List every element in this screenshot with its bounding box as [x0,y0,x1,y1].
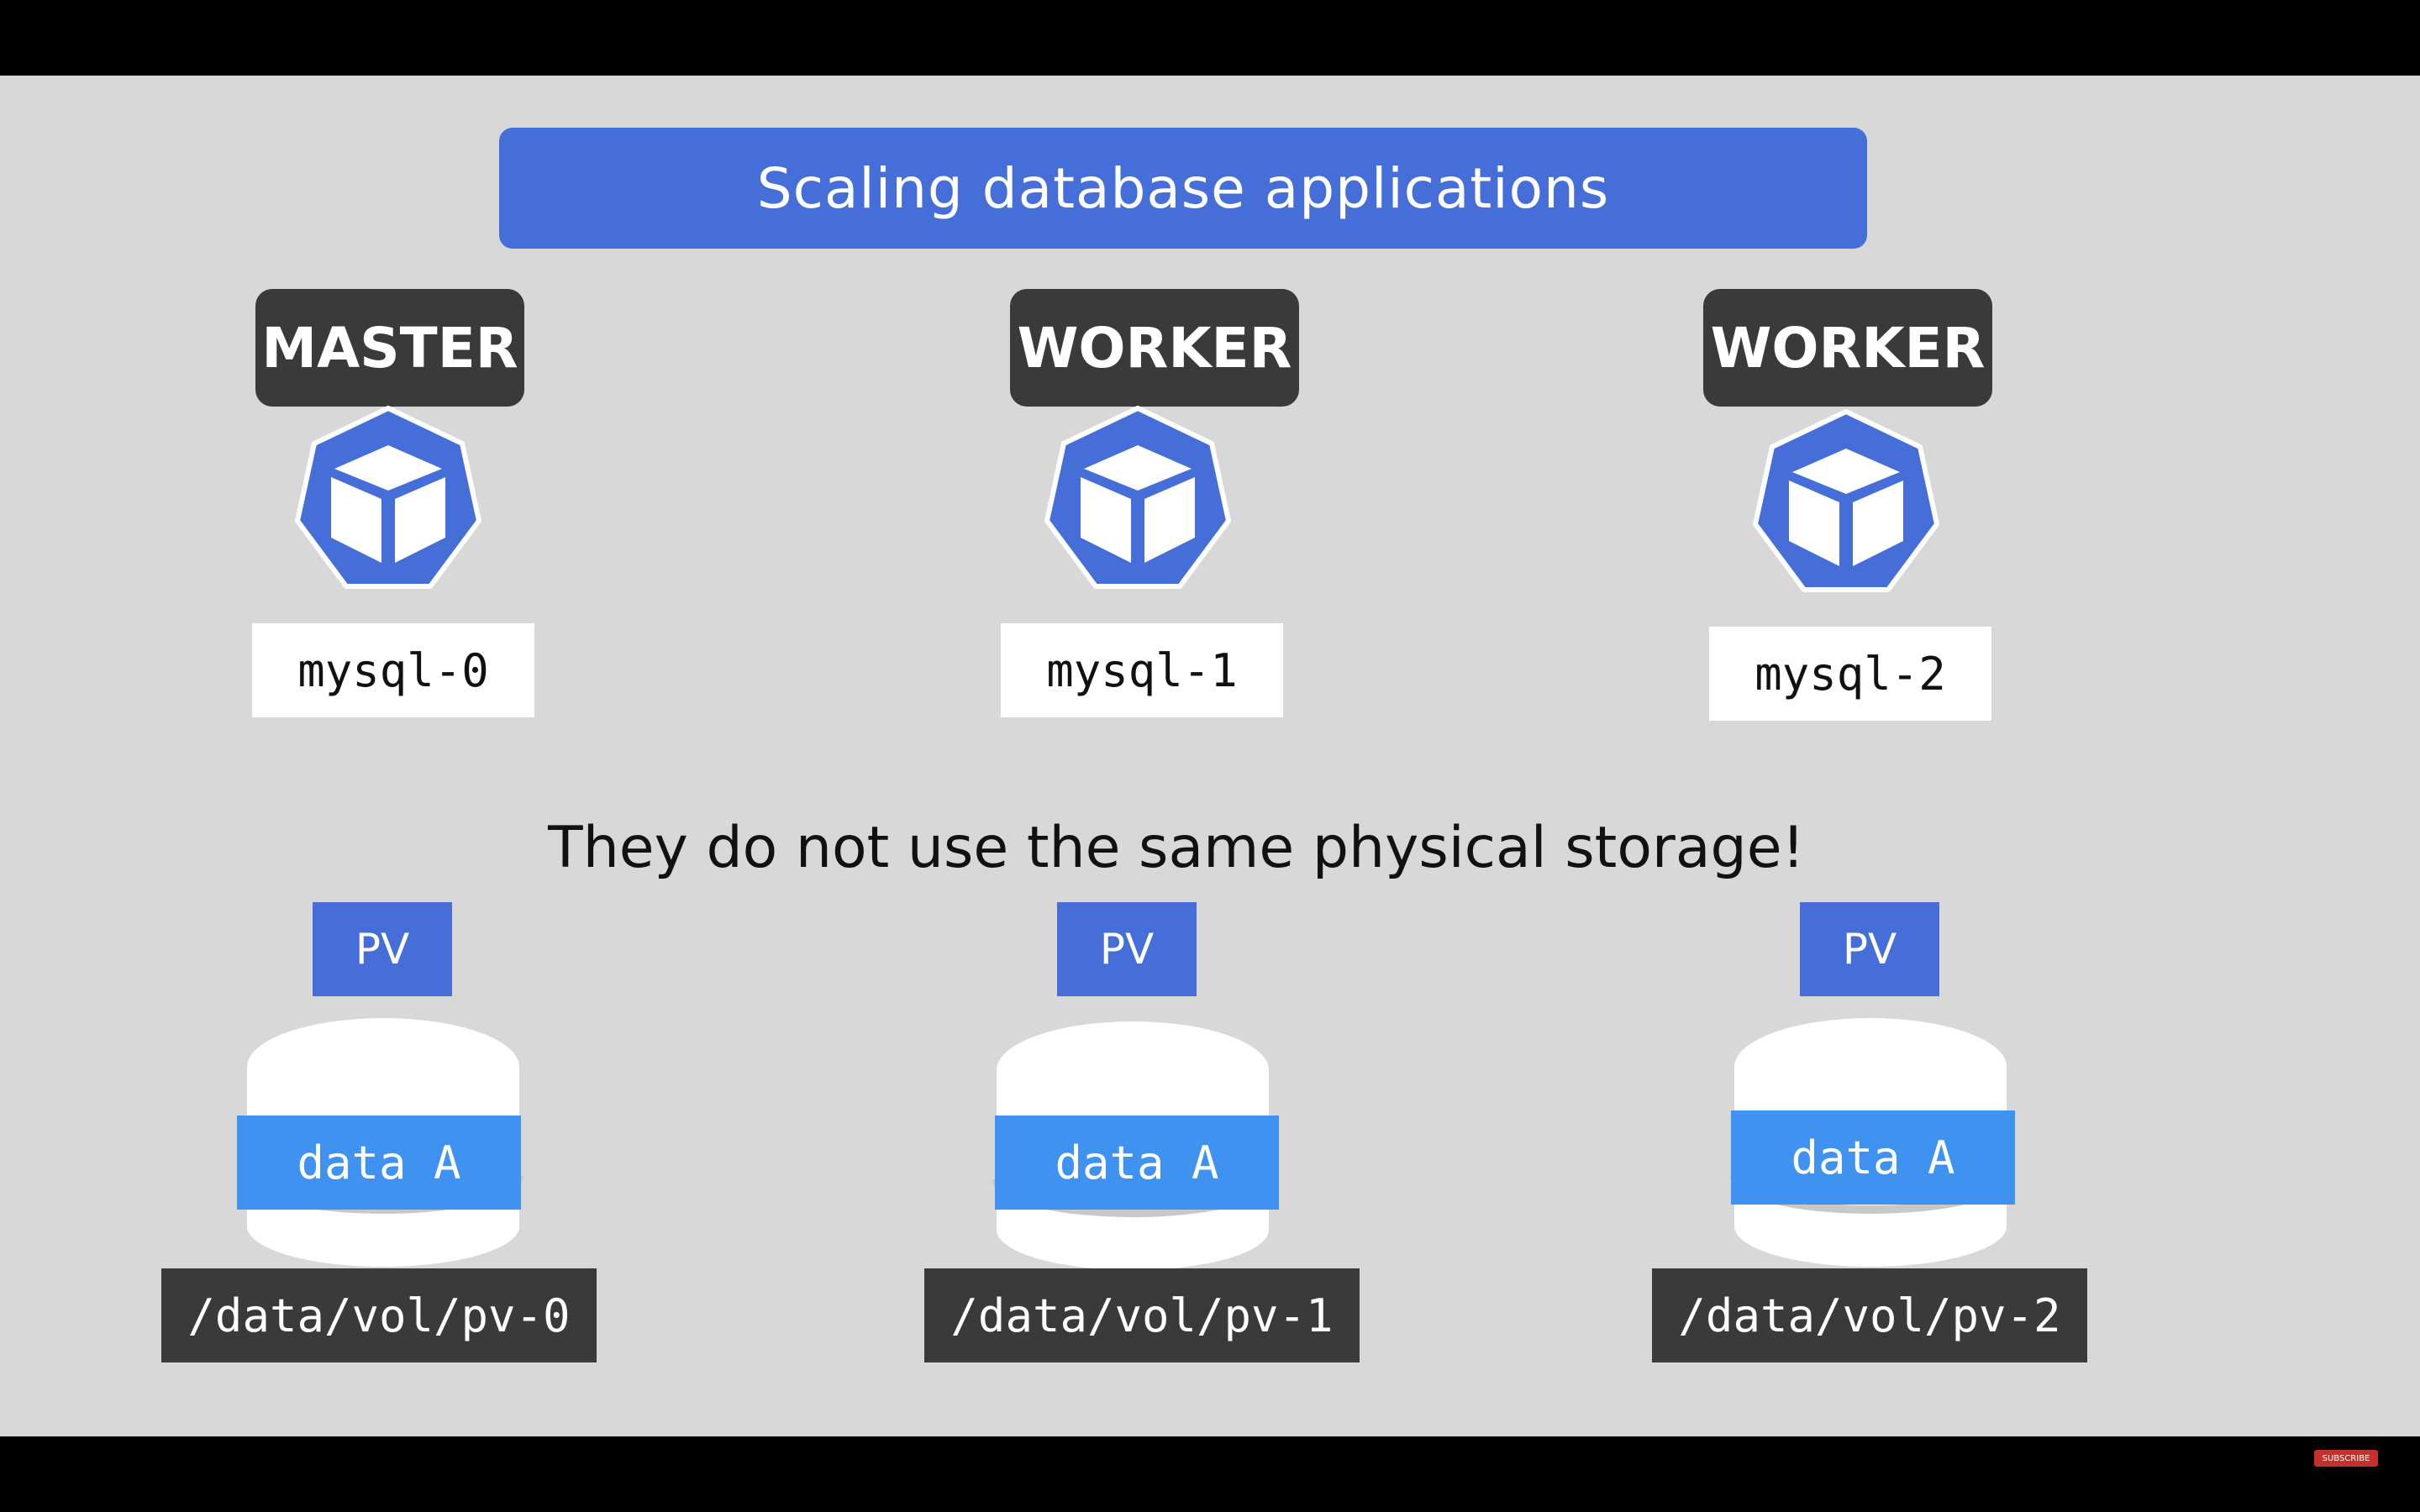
letterbox-bottom [0,1436,2420,1512]
pv-tag: PV [313,902,452,996]
node-label-worker: WORKER [1703,289,1992,407]
pod-name-box: mysql-2 [1709,627,1991,721]
volume-path: /data/vol/pv-1 [924,1268,1360,1362]
kubernetes-pod-icon [295,406,481,589]
slide-title: Scaling database applications [756,155,1610,221]
pv-tag: PV [1057,902,1197,996]
letterbox-top [0,0,2420,76]
data-band: data A [995,1116,1279,1210]
kubernetes-pod-icon [1753,409,1939,592]
data-band: data A [1731,1110,2015,1205]
volume-path: /data/vol/pv-0 [161,1268,597,1362]
pv-tag: PV [1800,902,1939,996]
pod-name-box: mysql-1 [1001,623,1283,717]
pod-name-box: mysql-0 [252,623,534,717]
subscribe-button[interactable]: SUBSCRIBE [2314,1450,2378,1467]
storage-note: They do not use the same physical storag… [0,815,2353,881]
volume-path: /data/vol/pv-2 [1652,1268,2087,1362]
title-banner: Scaling database applications [499,128,1867,249]
node-label-worker: WORKER [1010,289,1299,407]
kubernetes-pod-icon [1044,406,1231,589]
slide: Scaling database applications MASTER mys… [0,76,2420,1436]
data-band: data A [237,1116,521,1210]
storage-note-text: They do not use the same physical storag… [548,815,1805,881]
node-label-master: MASTER [255,289,524,407]
